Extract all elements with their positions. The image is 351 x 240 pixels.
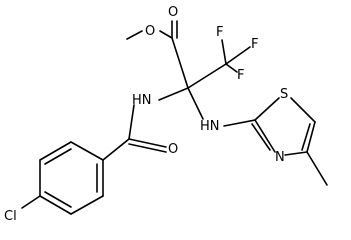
atom-labels: O O F F F HN HN O S N Cl: [4, 5, 288, 224]
bond-ring-1: [70, 141, 104, 161]
atom-amide-oxygen: O: [168, 142, 178, 157]
atom-ester-carbonyl-oxygen: O: [168, 5, 178, 20]
bond-alpha-amine-n: [187, 87, 204, 120]
bond-amide-co-b: [128, 143, 167, 153]
molecule-canvas: O O F F F HN HN O S N Cl: [4, 5, 328, 224]
bond-ring-2-inner: [44, 148, 72, 165]
bond-ring-5: [70, 195, 104, 215]
bond-c4-methyl: [306, 151, 328, 186]
bond-c-f-lower: [225, 63, 238, 73]
bond-c5-c4-a: [306, 121, 316, 153]
atom-thiazole-nitrogen: N: [275, 150, 285, 165]
atom-fluorine-right: F: [251, 37, 258, 52]
bond-c-f-right: [225, 46, 251, 65]
atom-chlorine: Cl: [4, 209, 17, 224]
bond-ring-2: [39, 141, 72, 161]
bond-carbonyl-aryl: [102, 138, 130, 161]
atom-fluorine-top: F: [216, 25, 223, 40]
bond-ring-chlorine: [21, 195, 41, 209]
bond-c4-n3: [284, 151, 308, 156]
bond-c2-s: [254, 97, 280, 121]
bond-c5-c4-b: [301, 123, 311, 151]
bond-amine-n-c2: [223, 119, 256, 127]
bond-oxygen-carbonyl: [159, 30, 173, 39]
bond-ring-4: [39, 195, 72, 215]
molecule-structure: O O F F F HN HN O S N Cl: [4, 5, 328, 224]
bond-carbonyl-alpha: [171, 37, 189, 89]
bond-n3-c2-b: [251, 123, 271, 151]
atom-thiazole-sulfur: S: [280, 87, 288, 102]
bond-ring-4-inner: [44, 191, 72, 208]
bond-alpha-cf3: [187, 63, 227, 89]
bond-methyl-oxygen: [126, 30, 143, 40]
bonds: [21, 20, 328, 215]
atom-fluorine-lower: F: [237, 68, 244, 83]
bond-n3-c2-a: [254, 119, 276, 153]
bond-amide-n-carbonyl: [128, 104, 135, 140]
bond-alpha-amide-n: [158, 87, 189, 101]
bond-s-c5: [290, 97, 316, 123]
atom-amine-nitrogen: HN: [200, 119, 220, 134]
atom-ester-oxygen: O: [145, 24, 155, 39]
bond-c-f-top: [221, 39, 227, 65]
atom-amide-nitrogen: HN: [132, 93, 152, 108]
bond-amide-co-a: [128, 138, 167, 148]
